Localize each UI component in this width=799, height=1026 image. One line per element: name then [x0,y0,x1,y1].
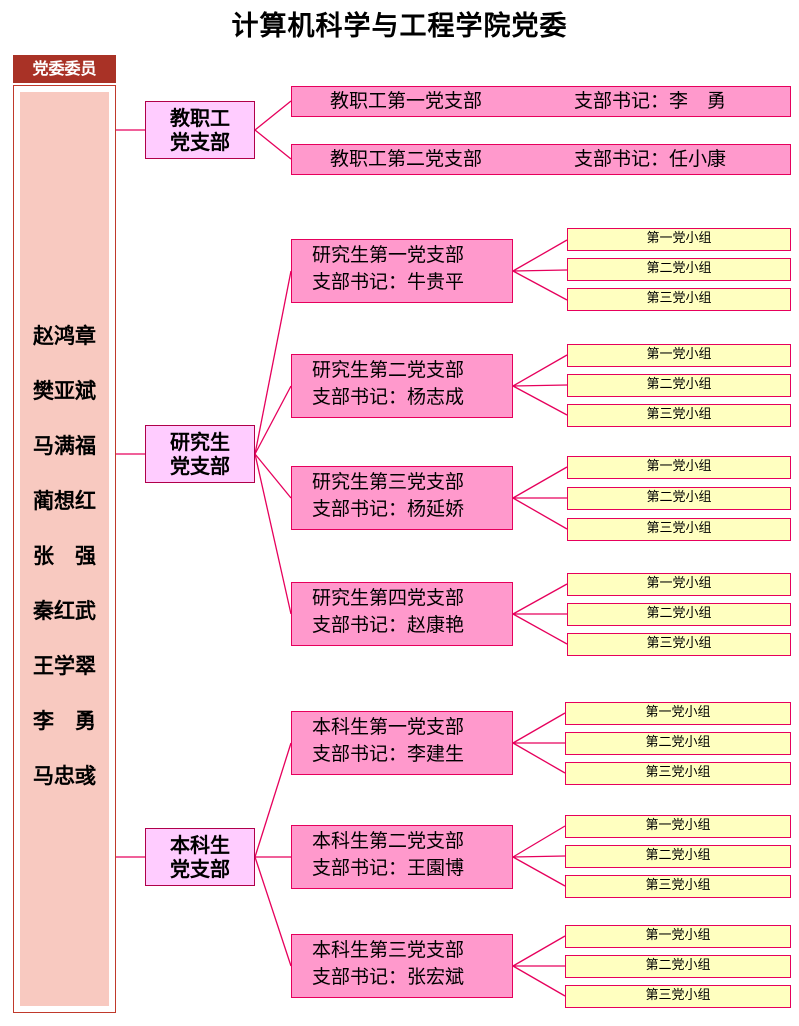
party-group: 第二党小组 [567,258,791,281]
committee-member: 秦红武 [33,599,96,623]
party-group: 第二党小组 [565,732,791,755]
party-group: 第一党小组 [567,456,791,479]
sub-branch-secretary: 支部书记：牛贵平 [312,271,465,293]
party-group: 第一党小组 [565,925,791,948]
sub-branch-graduate-1: 研究生第一党支部 支部书记：牛贵平 [291,239,513,303]
sub-branch-name: 研究生第四党支部 [312,587,465,609]
diagram-title: 计算机科学与工程学院党委 [231,11,568,42]
branch-graduate: 研究生 党支部 [145,425,255,483]
sub-branch-secretary: 支部书记：杨延娇 [312,498,465,520]
party-group: 第二党小组 [567,603,791,626]
sub-branch-name: 研究生第二党支部 [312,359,465,381]
committee-member: 马忠彧 [33,764,96,788]
branch-name: 党支部 [170,454,230,478]
committee-member: 张 强 [33,544,96,568]
branch-name: 党支部 [170,130,230,154]
sub-branch-graduate-2: 研究生第二党支部 支部书记：杨志成 [291,354,513,418]
sub-branch-undergraduate-3: 本科生第三党支部 支部书记：张宏斌 [291,934,513,998]
sub-branch-undergraduate-2: 本科生第二党支部 支部书记：王園博 [291,825,513,889]
sub-branch-name: 本科生第一党支部 [312,716,465,738]
branch-undergraduate: 本科生 党支部 [145,828,255,886]
committee-members-panel: 赵鸿章 樊亚斌 马满福 蔺想红 张 强 秦红武 王学翠 李 勇 马忠彧 [13,85,116,1013]
party-group: 第一党小组 [565,702,791,725]
sub-branch-secretary: 支部书记：李 勇 [574,90,727,112]
party-group: 第一党小组 [567,344,791,367]
sub-branch-secretary: 支部书记：赵康艳 [312,614,465,636]
sub-branch-name: 本科生第三党支部 [312,939,465,961]
committee-member: 赵鸿章 [33,324,96,348]
sub-branch-name: 教职工第二党支部 [330,148,483,170]
sub-branch-name: 教职工第一党支部 [330,90,483,112]
sub-branch-name: 研究生第三党支部 [312,471,465,493]
sub-branch-graduate-4: 研究生第四党支部 支部书记：赵康艳 [291,582,513,646]
party-group: 第二党小组 [565,845,791,868]
committee-header: 党委委员 [13,55,116,83]
sub-branch-staff-2: 教职工第二党支部 支部书记：任小康 [291,144,791,175]
sub-branch-undergraduate-1: 本科生第一党支部 支部书记：李建生 [291,711,513,775]
committee-member: 李 勇 [33,709,96,733]
sub-branch-graduate-3: 研究生第三党支部 支部书记：杨延娇 [291,466,513,530]
sub-branch-name: 本科生第二党支部 [312,830,465,852]
sub-branch-secretary: 支部书记：李建生 [312,743,465,765]
party-group: 第一党小组 [565,815,791,838]
branch-staff: 教职工 党支部 [145,101,255,159]
party-group: 第三党小组 [567,518,791,541]
sub-branch-name: 研究生第一党支部 [312,244,465,266]
committee-member: 马满福 [33,434,96,458]
sub-branch-secretary: 支部书记：杨志成 [312,386,465,408]
party-group: 第三党小组 [567,404,791,427]
party-group: 第三党小组 [565,762,791,785]
committee-member: 樊亚斌 [33,379,96,403]
sub-branch-secretary: 支部书记：任小康 [574,148,727,170]
sub-branch-secretary: 支部书记：王園博 [312,857,465,879]
branch-name: 研究生 [170,430,230,454]
party-group: 第三党小组 [567,633,791,656]
sub-branch-staff-1: 教职工第一党支部 支部书记：李 勇 [291,86,791,117]
party-group: 第三党小组 [567,288,791,311]
committee-member: 蔺想红 [33,489,96,513]
party-group: 第二党小组 [567,487,791,510]
branch-name: 本科生 [170,833,230,857]
committee-member: 王学翠 [33,654,96,678]
party-group: 第二党小组 [565,955,791,978]
branch-name: 教职工 [170,106,230,130]
party-group: 第三党小组 [565,985,791,1008]
branch-name: 党支部 [170,857,230,881]
party-group: 第二党小组 [567,374,791,397]
party-group: 第三党小组 [565,875,791,898]
sub-branch-secretary: 支部书记：张宏斌 [312,966,465,988]
party-group: 第一党小组 [567,573,791,596]
party-group: 第一党小组 [567,228,791,251]
